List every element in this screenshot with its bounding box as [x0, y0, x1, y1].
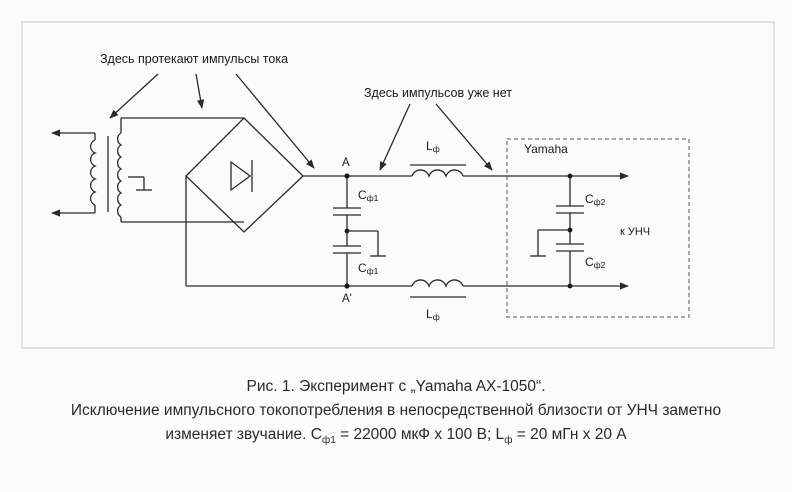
caption-line-2: Исключение импульсного токопотребления в…: [70, 402, 722, 419]
inductor-top: [411, 169, 464, 178]
arrow-nopulses-2: [435, 103, 493, 171]
diode-bridge: [185, 117, 304, 233]
secondary-coil: [117, 132, 123, 218]
arrow-pulses-1: [109, 73, 159, 119]
arrow-pulses-3: [235, 73, 315, 169]
inductor-top-label: Lф: [426, 139, 440, 154]
diagram-border: [21, 21, 775, 349]
node-a-prime-dot: [344, 283, 350, 289]
node-a-prime-label: A': [342, 293, 352, 305]
inductor-bottom: [411, 279, 464, 288]
caption-line-3: изменяет звучание. Сф1 = 22000 мкФ х 100…: [165, 426, 627, 447]
yamaha-label: Yamaha: [524, 142, 568, 156]
caption-line-1: Рис. 1. Эксперимент с „Yamaha AX-1050“.: [246, 378, 546, 395]
node-a-dot: [344, 173, 350, 179]
to-amp-label: к УНЧ: [620, 226, 650, 238]
arrow-nopulses-1: [379, 103, 411, 171]
cap2-top-label: Сф2: [585, 192, 606, 207]
diode-symbol: [230, 160, 252, 192]
cap1-top-label: Сф1: [358, 188, 379, 203]
arrow-pulses-2: [195, 73, 205, 109]
cap1-bottom-label: Сф1: [358, 261, 379, 276]
yamaha-box: [506, 138, 690, 318]
cap2-bottom-label: Сф2: [585, 255, 606, 270]
annotation-current-pulses: Здесь протекают импульсы тока: [100, 52, 288, 66]
circuit-diagram: Здесь протекают импульсы тока Здесь импу…: [21, 21, 775, 349]
node-a-label: A: [342, 157, 350, 169]
inductor-bottom-label: Lф: [426, 307, 440, 322]
primary-coil: [89, 139, 97, 206]
annotation-no-pulses: Здесь импульсов уже нет: [364, 86, 512, 100]
